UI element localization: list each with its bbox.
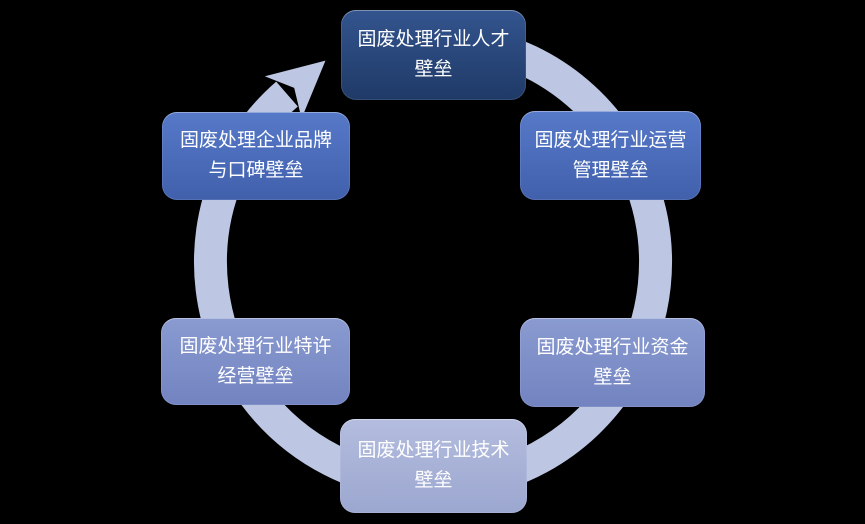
node-talent-barrier: 固废处理行业人才 壁垒 xyxy=(341,10,526,100)
node-franchise-barrier: 固废处理行业特许 经营壁垒 xyxy=(161,318,350,405)
cycle-arrow-path xyxy=(194,23,673,501)
node-label-line2: 经营壁垒 xyxy=(217,365,294,387)
node-label-line1: 固废处理行业运营 xyxy=(534,129,687,151)
node-operations-management-barrier: 固废处理行业运营 管理壁垒 xyxy=(520,111,701,200)
node-label-line1: 固废处理行业资金 xyxy=(536,336,689,358)
node-label-line1: 固废处理企业品牌 xyxy=(179,130,332,151)
node-label-line2: 管理壁垒 xyxy=(572,159,649,181)
node-label-line2: 壁垒 xyxy=(414,470,453,491)
node-label-line2: 与口碑壁垒 xyxy=(208,160,304,181)
node-label-line1: 固废处理行业技术 xyxy=(357,440,510,461)
node-label-line1: 固废处理行业特许 xyxy=(179,335,332,357)
node-technology-barrier: 固废处理行业技术 壁垒 xyxy=(340,419,527,513)
node-label-line2: 壁垒 xyxy=(414,59,453,80)
node-label-line2: 壁垒 xyxy=(593,366,632,388)
node-brand-reputation-barrier: 固废处理企业品牌 与口碑壁垒 xyxy=(162,112,350,200)
node-label-line1: 固废处理行业人才 xyxy=(357,29,510,50)
node-capital-barrier: 固废处理行业资金 壁垒 xyxy=(520,318,705,407)
